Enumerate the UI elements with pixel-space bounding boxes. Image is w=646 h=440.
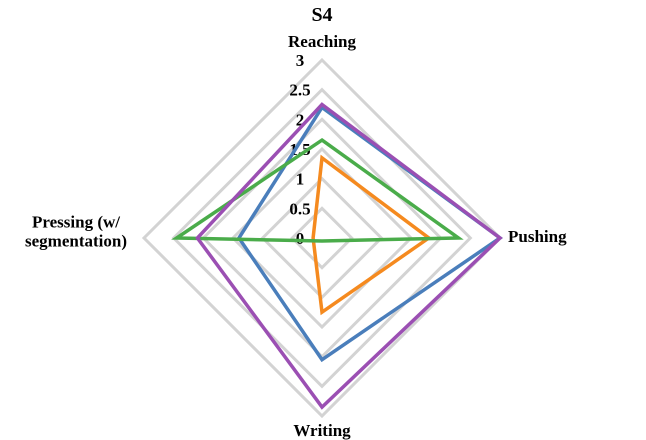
axis-label-line: Writing [293,421,351,440]
series-line-3 [195,102,503,410]
axis-label-4: Pressing (w/segmentation) [25,213,127,251]
grid-ring-5 [171,87,473,389]
tick-label-3: 1.5 [289,140,310,159]
grid-ring-2 [260,176,384,300]
tick-label-1: 0.5 [289,199,310,218]
tick-label-0: 0 [296,229,305,248]
grid-ring-6 [141,57,503,419]
series-line-1 [311,154,432,316]
grid-ring-3 [230,146,414,330]
axis-label-line: Pressing (w/ [32,213,120,232]
tick-label-4: 2 [296,110,305,129]
data-series [171,102,504,410]
series-line-0 [236,104,504,363]
axis-label-line: Reaching [288,32,357,51]
axis-label-3: Writing [293,421,351,440]
axis-label-line: segmentation) [25,232,127,251]
series-line-2 [171,137,464,243]
axis-label-1: Reaching [288,32,357,51]
grid-ring-1 [290,206,354,270]
tick-labels: 0 0.5 1 1.5 2 2.5 3 [289,51,310,248]
axis-label-line: Pushing [508,227,567,246]
axis-label-2: Pushing [508,227,567,246]
chart-title: S4 [311,4,332,26]
tick-label-2: 1 [296,170,305,189]
tick-label-5: 2.5 [289,81,310,100]
tick-label-6: 3 [296,51,305,70]
